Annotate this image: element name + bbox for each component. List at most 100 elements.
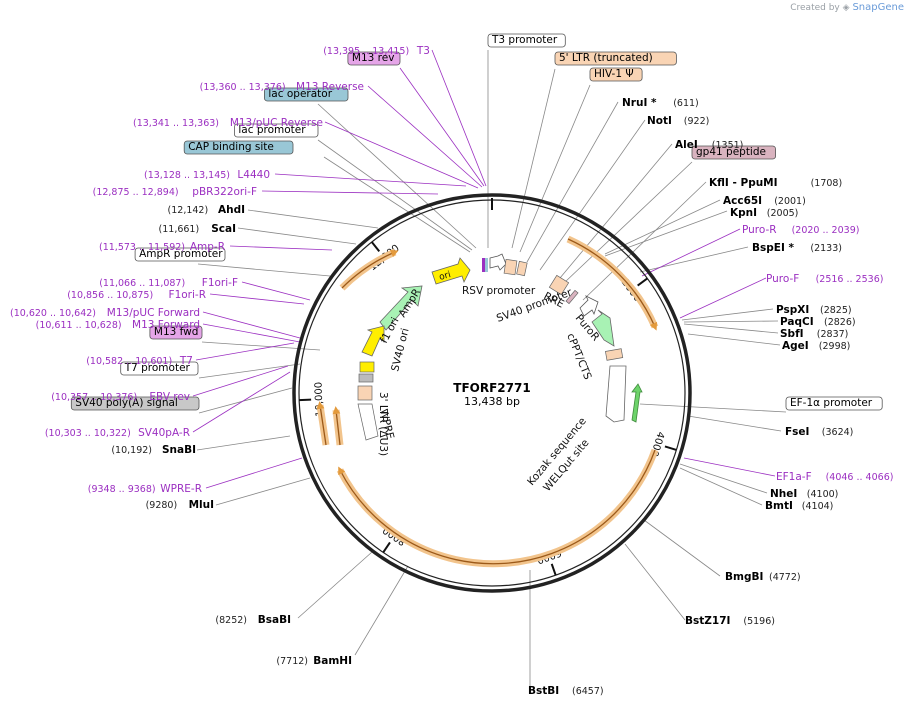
primer-name: Amp-R	[190, 241, 225, 253]
feature-label-text: gp41 peptide	[696, 146, 766, 158]
primer-name: F1ori-R	[169, 289, 206, 301]
primer-name: F1ori-F	[202, 277, 238, 289]
sv40-promoter-arrow	[579, 295, 599, 317]
primer-coord: (9348 .. 9368)	[88, 484, 156, 495]
site-name: NruI *	[622, 97, 657, 109]
primer-name: M13/pUC Reverse	[230, 117, 323, 129]
site-coord: (611)	[673, 98, 699, 109]
site-name: AhdI	[218, 204, 245, 216]
site-coord: (4100)	[807, 489, 839, 500]
feature-label-box	[134, 247, 226, 262]
psi-box	[516, 260, 528, 277]
primer-name: EBV-rev	[149, 391, 190, 403]
primer-lines	[192, 49, 776, 489]
primer-name: Puro-R	[742, 224, 777, 236]
credit-brand: SnapGene	[852, 2, 904, 13]
site-name: MluI	[189, 499, 214, 511]
site-coord: (1351)	[712, 140, 744, 151]
primer-coord: (13,128 .. 13,145)	[144, 170, 230, 181]
wpre-shape	[357, 403, 379, 441]
site-name: KflI - PpuMI	[709, 177, 778, 189]
feature-label-text: T3 promoter	[491, 34, 558, 46]
primer-coord: (2516 .. 2536)	[816, 274, 884, 285]
site-coord: (10,192)	[111, 445, 152, 456]
scale-tick-mark	[382, 541, 391, 553]
site-name: ScaI	[211, 223, 236, 235]
feature-label-box	[554, 51, 677, 66]
site-coord: (6457)	[572, 686, 604, 697]
primer-coord: (12,875 .. 12,894)	[93, 187, 179, 198]
site-name: BamHI	[313, 655, 352, 667]
primer-coord: (10,611 .. 10,628)	[36, 320, 122, 331]
site-name: AgeI	[782, 340, 809, 352]
scale-tick-mark	[371, 241, 381, 253]
feature-arc-strands	[316, 238, 658, 565]
feature-label-box	[233, 123, 319, 138]
ef1a-promoter-shape	[605, 365, 627, 423]
site-name: NheI	[770, 488, 797, 500]
primer-name: EF1a-F	[776, 471, 812, 483]
site-name: FseI	[785, 426, 809, 438]
primer-name: M13 Forward	[132, 319, 200, 331]
primer-coord: (2020 .. 2039)	[792, 225, 860, 236]
site-name: BmgBI	[725, 571, 763, 583]
site-name: BspEI *	[752, 242, 795, 254]
primer-coord: (11,066 .. 11,087)	[99, 278, 185, 289]
primer-coord: (10,620 .. 10,642)	[10, 308, 96, 319]
primer-name: Puro-F	[766, 273, 799, 285]
site-coord: (1708)	[811, 178, 843, 189]
site-coord: (2001)	[774, 196, 806, 207]
feature-label-box	[487, 33, 566, 48]
site-coord: (2005)	[767, 208, 799, 219]
feature-label-text: SV40 poly(A) signal	[75, 397, 178, 409]
backbone-outer	[292, 193, 692, 593]
site-coord: (3624)	[822, 427, 854, 438]
site-coord: (2837)	[817, 329, 849, 340]
primer-mark-1	[482, 258, 485, 272]
gp41-box	[565, 289, 579, 305]
site-name: BstZ17I	[685, 615, 730, 627]
site-name: SbfI	[780, 328, 804, 340]
plasmid-name: TFORF2771	[453, 381, 530, 395]
site-coord: (7712)	[276, 656, 308, 667]
primer-name: T3	[416, 45, 430, 57]
leader-lines	[196, 50, 787, 690]
primer-mark-2	[485, 258, 488, 272]
primer-coord: (13,341 .. 13,363)	[133, 118, 219, 129]
rsv-promoter-label: RSV promoter	[462, 285, 536, 297]
plasmid-size: 13,438 bp	[464, 395, 520, 408]
feature-label-text: 5' LTR (truncated)	[559, 52, 653, 64]
inner-features	[357, 253, 643, 441]
primer-name: L4440	[237, 169, 270, 181]
snapgene-icon: ◈	[842, 3, 850, 13]
scale-tick-mark	[550, 563, 557, 576]
ori-label: ori	[438, 270, 452, 283]
sv40ori-box	[359, 361, 375, 373]
site-coord: (2998)	[819, 341, 851, 352]
feature-label-text: T7 promoter	[124, 362, 191, 374]
primer-coord: (10,303 .. 10,322)	[45, 428, 131, 439]
primer-coord: (13,360 .. 13,376)	[200, 82, 286, 93]
kozak-arrow	[631, 383, 643, 423]
snapgene-credit: Created by ◈ SnapGene	[790, 2, 904, 13]
site-name: KpnI	[730, 207, 757, 219]
site-coord: (4772)	[769, 572, 801, 583]
ori-arrow	[431, 257, 471, 285]
site-name: NotI	[647, 115, 672, 127]
site-coord: (8252)	[215, 615, 247, 626]
feature-label-text: M13 rev	[352, 52, 395, 64]
rsv-promoter-arrow	[489, 253, 507, 271]
cppt-box	[605, 348, 624, 361]
scale-tick-mark	[637, 277, 648, 287]
f1ori-arrow	[361, 325, 385, 357]
site-name: PaqCI	[780, 316, 814, 328]
site-coord: (9280)	[146, 500, 178, 511]
site-name: BstBI	[528, 685, 559, 697]
site-name: PspXI	[776, 304, 809, 316]
site-coord: (12,142)	[168, 205, 209, 216]
feature-label-box	[691, 145, 776, 160]
feature-label-text: HIV-1 Ψ	[594, 68, 634, 80]
primer-labels: T3(13,395 .. 13,415)M13 Reverse(13,360 .…	[10, 45, 893, 495]
puror-arrow	[591, 309, 615, 347]
